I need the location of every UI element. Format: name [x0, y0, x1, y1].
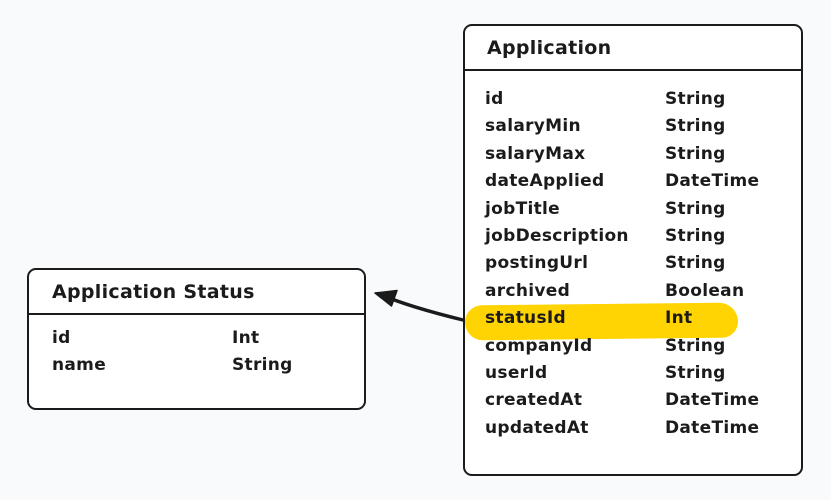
field-row-id: id String — [465, 86, 801, 113]
field-type: String — [665, 89, 726, 109]
field-type: String — [665, 198, 726, 219]
field-name: archived — [485, 280, 571, 301]
field-row-name: name String — [29, 352, 364, 379]
field-name: id — [52, 328, 71, 348]
field-row-jobDescription: jobDescription String — [465, 223, 801, 250]
field-name: salaryMax — [485, 143, 586, 164]
field-name: jobDescription — [485, 225, 629, 246]
field-row-archived: archived Boolean — [465, 278, 801, 305]
field-name: updatedAt — [485, 417, 589, 438]
field-name: postingUrl — [485, 253, 589, 274]
field-row-createdAt: createdAt DateTime — [465, 387, 801, 414]
field-row-dateApplied: dateApplied DateTime — [465, 168, 801, 195]
field-type: String — [665, 116, 726, 137]
field-type: Int — [665, 308, 693, 329]
field-type: Boolean — [665, 280, 745, 301]
relation-arrow-line — [381, 293, 465, 322]
field-name: companyId — [485, 335, 593, 356]
field-row-id: id Int — [29, 325, 364, 352]
field-type: DateTime — [665, 417, 760, 438]
field-name: name — [52, 355, 107, 376]
field-type: String — [665, 362, 726, 383]
field-type: String — [665, 335, 726, 356]
field-name: statusId — [485, 308, 566, 329]
table-application-status[interactable]: Application Status id Int name String — [27, 268, 366, 410]
field-row-postingUrl: postingUrl String — [465, 250, 801, 277]
field-type: DateTime — [665, 390, 760, 411]
field-type: String — [665, 225, 726, 246]
field-row-userId: userId String — [465, 360, 801, 387]
field-type: String — [665, 253, 726, 274]
field-row-salaryMax: salaryMax String — [465, 141, 801, 168]
field-name: dateApplied — [485, 171, 605, 192]
field-type: String — [665, 143, 726, 164]
field-type: String — [232, 355, 293, 376]
field-type: DateTime — [665, 171, 760, 192]
field-row-jobTitle: jobTitle String — [465, 196, 801, 223]
field-row-updatedAt: updatedAt DateTime — [465, 415, 801, 442]
table-title-application-status: Application Status — [29, 270, 364, 315]
table-title-application: Application — [465, 26, 801, 71]
field-name: createdAt — [485, 390, 583, 411]
relation-arrowhead-icon — [374, 289, 398, 307]
field-name: salaryMin — [485, 116, 581, 137]
field-name: userId — [485, 362, 548, 383]
field-row-salaryMin: salaryMin String — [465, 113, 801, 140]
field-name: jobTitle — [485, 198, 560, 219]
field-name: id — [485, 89, 504, 109]
field-rows: id Int name String — [29, 315, 364, 380]
field-row-companyId: companyId String — [465, 333, 801, 360]
field-type: Int — [232, 328, 260, 348]
field-row-statusId: statusId Int — [465, 305, 801, 332]
